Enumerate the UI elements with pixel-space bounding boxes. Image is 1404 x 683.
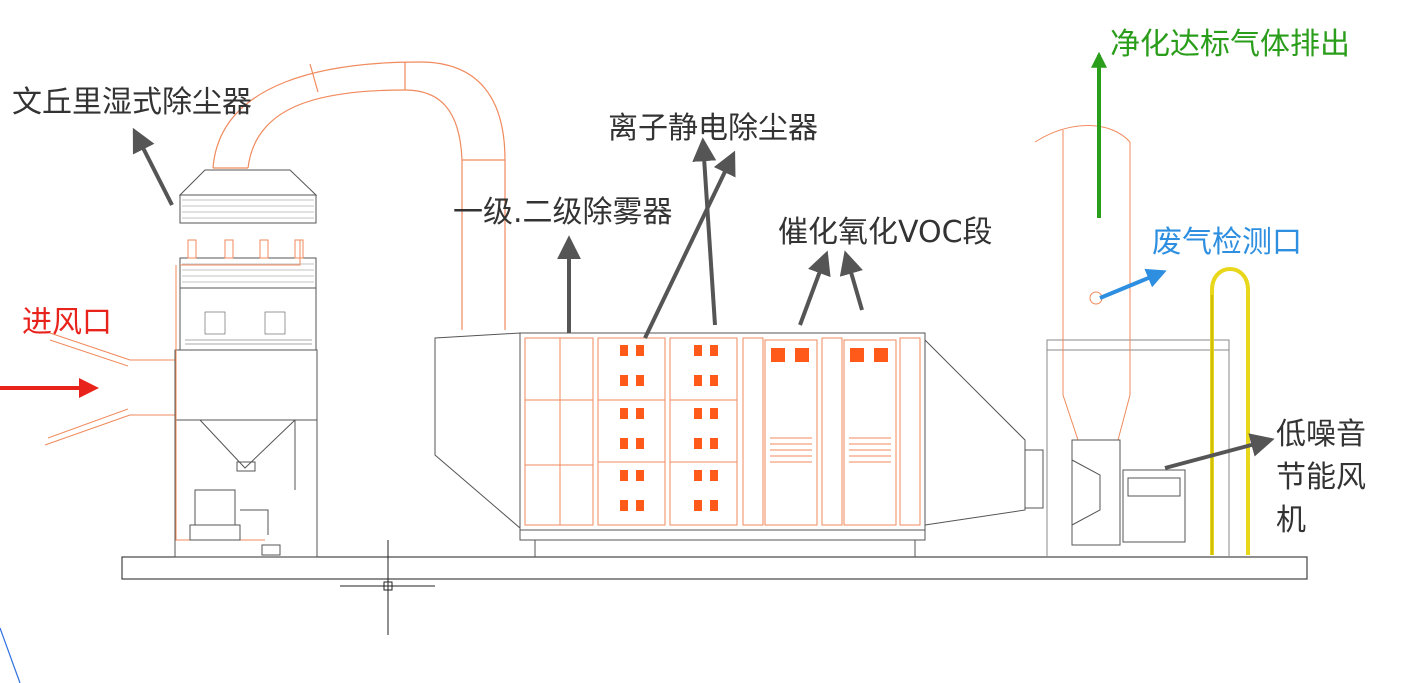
label-air-inlet: 进风口	[22, 305, 112, 340]
chimney	[1034, 125, 1131, 441]
label-demister: 一级.二级除雾器	[453, 195, 673, 230]
arrow-fan	[1164, 433, 1275, 470]
main-housing	[434, 332, 1044, 557]
circulation-pump	[189, 489, 281, 556]
ionic-panels	[597, 337, 738, 526]
voc-panels	[742, 337, 921, 526]
arrow-voc-2	[839, 250, 864, 311]
label-clean-exhaust: 净化达标气体排出	[1110, 27, 1350, 62]
spray-nozzles	[175, 239, 304, 541]
ionic-windows	[620, 345, 718, 511]
label-fan-line2: 节能风	[1276, 460, 1366, 495]
voc-windows	[771, 348, 888, 362]
venturi-packing	[182, 199, 314, 345]
label-sampling-port: 废气检测口	[1152, 225, 1302, 260]
voc-vents	[770, 437, 891, 463]
arrow-sampling	[1099, 268, 1167, 300]
sampling-pipe	[1210, 267, 1250, 555]
label-voc-section: 催化氧化VOC段	[778, 215, 993, 250]
label-fan-line3: 机	[1276, 503, 1306, 538]
cad-crosshair	[340, 540, 435, 635]
label-ionic-precipitator: 离子静电除尘器	[608, 111, 818, 146]
demister-panels	[524, 337, 594, 526]
fan-unit	[1071, 439, 1186, 546]
arrow-venturi	[132, 127, 174, 206]
label-venturi-scrubber: 文丘里湿式除尘器	[12, 85, 252, 120]
elbow-duct	[212, 61, 506, 330]
corner-stroke	[0, 627, 21, 683]
label-fan-line1: 低噪音	[1276, 417, 1366, 452]
venturi-scrubber	[174, 169, 318, 558]
base-platform	[121, 556, 1308, 580]
arrow-ionic-2	[692, 137, 717, 326]
fan-frame	[1046, 339, 1230, 557]
arrow-ionic-1	[643, 150, 736, 339]
arrow-voc-1	[798, 250, 831, 326]
callout-arrows	[0, 51, 1275, 470]
